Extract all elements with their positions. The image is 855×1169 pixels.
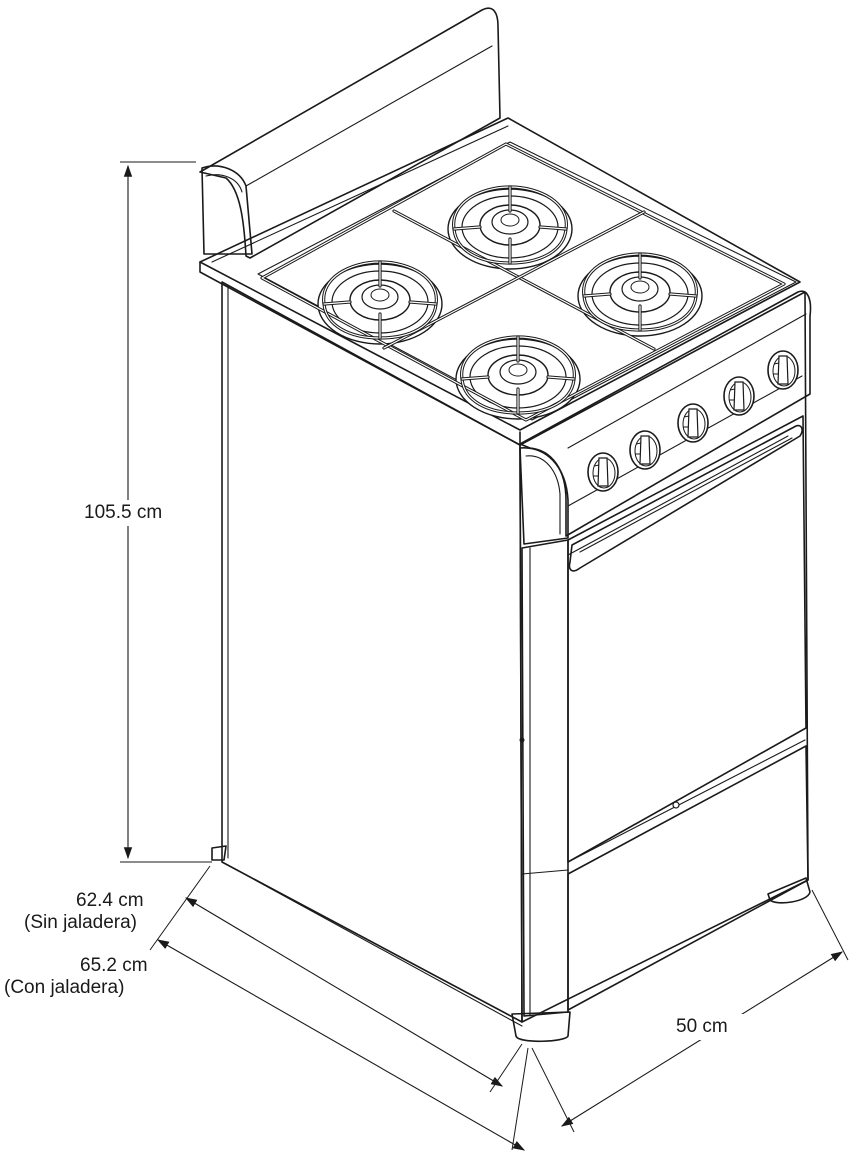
backsplash bbox=[199, 7, 501, 259]
control-knob bbox=[723, 376, 755, 416]
width-dimension bbox=[531, 889, 849, 1133]
height-dimension bbox=[82, 161, 212, 863]
burners bbox=[317, 188, 703, 420]
depth-with-handle-note: (Con jaladera) bbox=[4, 977, 125, 998]
depth-with-handle-label: 65.2 cm bbox=[80, 955, 148, 976]
stove-body bbox=[211, 281, 811, 1043]
control-knob bbox=[767, 350, 799, 390]
depth-without-handle-label: 62.4 cm bbox=[76, 890, 144, 911]
depth-dimension bbox=[149, 865, 529, 1151]
grates bbox=[260, 142, 786, 422]
cooktop bbox=[199, 117, 801, 446]
control-knob bbox=[587, 452, 619, 492]
width-label: 50 cm bbox=[676, 1016, 728, 1037]
control-knob bbox=[677, 403, 709, 443]
height-label: 105.5 cm bbox=[84, 502, 163, 523]
depth-without-handle-note: (Sin jaladera) bbox=[24, 912, 137, 933]
control-panel bbox=[519, 290, 812, 545]
control-knob bbox=[629, 430, 661, 470]
